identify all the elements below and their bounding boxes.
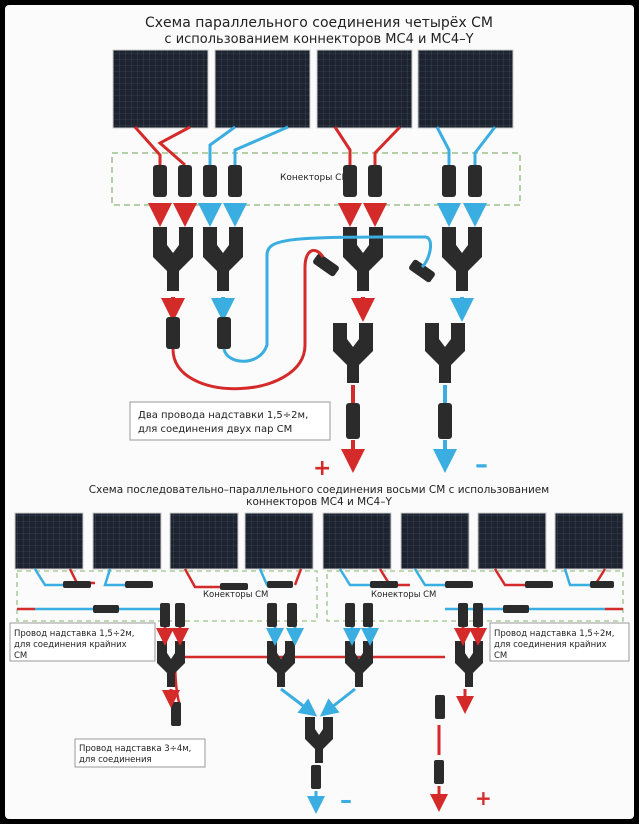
top-y-branches [153, 227, 482, 291]
bottom-connectors-zone-right [326, 570, 624, 622]
bottom-title-line1: Схема последовательно–параллельного соед… [89, 484, 549, 496]
bottom-note-right-box [489, 622, 630, 662]
top-minus-sign: – [475, 450, 488, 480]
bottom-note-left-box [9, 622, 156, 662]
bottom-note-left-line1: Провод надставка 1,5÷2м, [14, 629, 134, 639]
bottom-note-left-line3: СМ [14, 651, 27, 661]
top-panel-leads [133, 125, 497, 167]
top-connectors-label: Конекторы СМ [280, 173, 349, 183]
top-output-leads [341, 385, 457, 473]
top-flow-arrows [148, 203, 487, 227]
bottom-solar-panels [14, 512, 624, 570]
solar-panel-1 [112, 49, 209, 129]
bottom-note-right-line3: СМ [494, 651, 507, 661]
top-plus-sign: + [313, 456, 331, 481]
bottom-minus-sign: – [340, 786, 352, 814]
top-mc4-plugs [166, 253, 435, 349]
top-note-line2: для соединения двух пар СМ [138, 424, 292, 435]
bottom-note-mid-line1: Провод надставка 3÷4м, [79, 744, 191, 754]
top-mc4-connectors [153, 165, 482, 197]
top-connectors-zone [111, 152, 521, 206]
solar-panel-3 [316, 49, 413, 129]
top-flow-arrows-2 [161, 297, 474, 322]
solar-panel-4 [417, 49, 514, 129]
solar-panel-2 [214, 49, 311, 129]
top-note-line1: Два провода надставки 1,5÷2м, [138, 410, 308, 421]
diagram-sheet: Схема параллельного соединения четырёх С… [5, 5, 634, 819]
bottom-series-links [33, 568, 607, 589]
bottom-panel-6 [400, 512, 470, 570]
bottom-note-left-line2: для соединения крайних [14, 640, 127, 650]
bottom-single-plugs [171, 695, 445, 789]
top-title-line2: с использованием коннекторов МС4 и МС4–Y [164, 32, 473, 47]
bottom-panel-5 [322, 512, 392, 570]
bottom-panel-1 [14, 512, 84, 570]
bottom-connectors-label-right: Конекторы СМ [371, 590, 436, 600]
bottom-panel-4 [244, 512, 314, 570]
top-y-branches-2 [333, 323, 465, 383]
bottom-plus-sign: + [475, 786, 492, 810]
bottom-connectors-label-left: Конекторы СМ [203, 590, 268, 600]
wiring-diagram: Схема параллельного соединения четырёх С… [9, 15, 630, 814]
top-extension-wires [171, 235, 433, 391]
bottom-note-mid-line2: для соединения [79, 755, 152, 765]
bottom-panel-2 [92, 512, 162, 570]
bottom-inline-connectors [63, 581, 614, 590]
top-output-plugs [346, 403, 452, 439]
bottom-y-branches [157, 641, 483, 763]
bottom-note-right-line1: Провод надставка 1,5÷2м, [494, 629, 614, 639]
bottom-panel-7 [477, 512, 547, 570]
bottom-panel-3 [169, 512, 239, 570]
bottom-vertical-connectors [160, 603, 483, 627]
top-note-box [129, 401, 331, 441]
bottom-extension-plugs [93, 605, 529, 613]
bottom-panel-8 [554, 512, 624, 570]
bottom-note-mid-box [74, 738, 206, 768]
bottom-title-line2: коннекторов МС4 и МС4–Y [246, 496, 392, 508]
bottom-flow-arrows [156, 627, 487, 814]
bottom-note-right-line2: для соединения крайних [494, 640, 607, 650]
top-title-line1: Схема параллельного соединения четырёх С… [145, 15, 493, 31]
top-solar-panels [112, 49, 514, 129]
